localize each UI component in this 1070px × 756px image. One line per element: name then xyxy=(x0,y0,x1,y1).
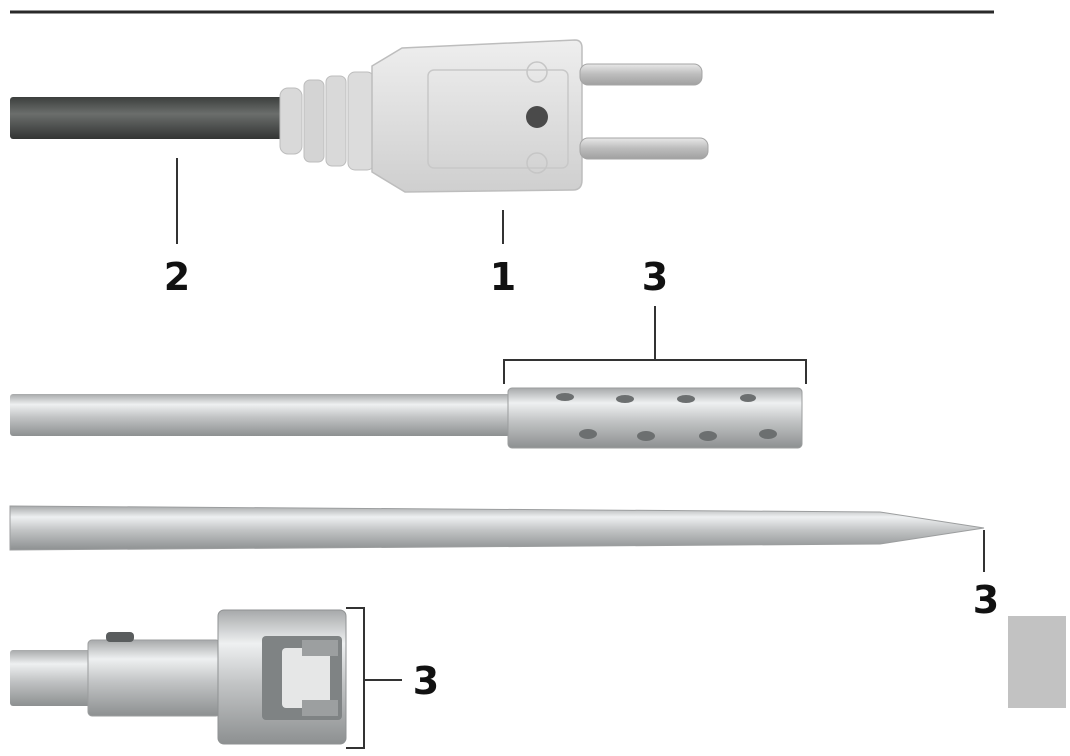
plug-pin-lower xyxy=(579,137,709,160)
callout-bracket-sleeve xyxy=(503,306,807,384)
penetration-probe xyxy=(9,505,985,551)
cable xyxy=(10,97,300,139)
immersion-probe xyxy=(10,387,803,449)
callout-3-tip: 3 xyxy=(973,578,999,622)
plug-pin-upper xyxy=(579,63,703,86)
callout-bracket-head xyxy=(346,607,402,749)
callout-3-head: 3 xyxy=(413,659,439,703)
callout-1: 1 xyxy=(490,255,516,299)
callout-3-sleeve: 3 xyxy=(642,255,668,299)
page-tab xyxy=(1008,616,1066,708)
plug-indicator xyxy=(526,106,548,128)
callout-2: 2 xyxy=(164,255,190,299)
thermocouple-plug-icon xyxy=(371,39,709,193)
surface-probe xyxy=(10,609,347,745)
perforated-sleeve xyxy=(507,387,803,449)
strain-relief xyxy=(279,71,375,171)
